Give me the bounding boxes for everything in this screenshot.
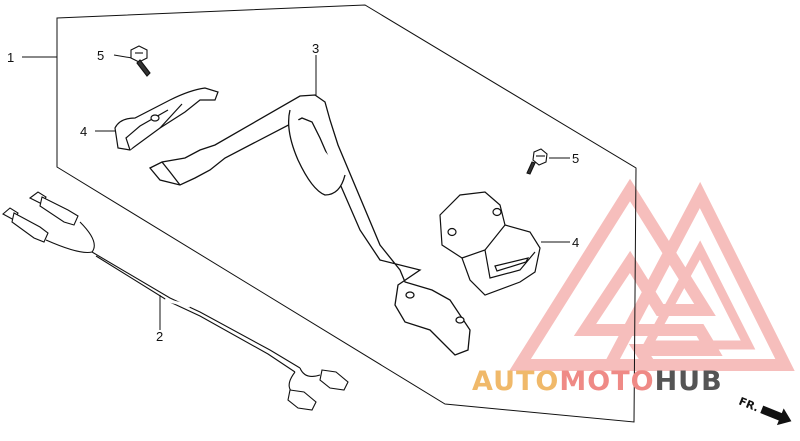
callout-clip-left: 4 [80, 124, 87, 139]
watermark-auto: AUTO [472, 366, 559, 397]
front-direction-marker: FR. [737, 395, 792, 426]
bracket-part [148, 94, 471, 356]
watermark-moto: MOTO [559, 366, 654, 397]
watermark-hub: HUB [655, 366, 723, 397]
clip-right-part [439, 191, 541, 296]
assembly-boundary [56, 4, 637, 423]
front-arrow-icon [760, 405, 792, 426]
bolt-right-part [526, 148, 548, 175]
leader-lines [22, 54, 570, 330]
callout-assembly: 1 [7, 50, 14, 65]
callout-bracket: 3 [312, 41, 319, 56]
front-label: FR. [737, 395, 761, 415]
harness-part [2, 191, 349, 411]
watermark-logo [509, 178, 795, 371]
callout-bolt-right: 5 [572, 151, 579, 166]
clip-left-part [114, 87, 219, 151]
bolt-left-part [130, 45, 151, 77]
callout-clip-right: 4 [572, 235, 579, 250]
watermark-text: AUTOMOTOHUB [472, 366, 723, 397]
callout-harness: 2 [156, 329, 163, 344]
callout-bolt-left: 5 [97, 48, 104, 63]
